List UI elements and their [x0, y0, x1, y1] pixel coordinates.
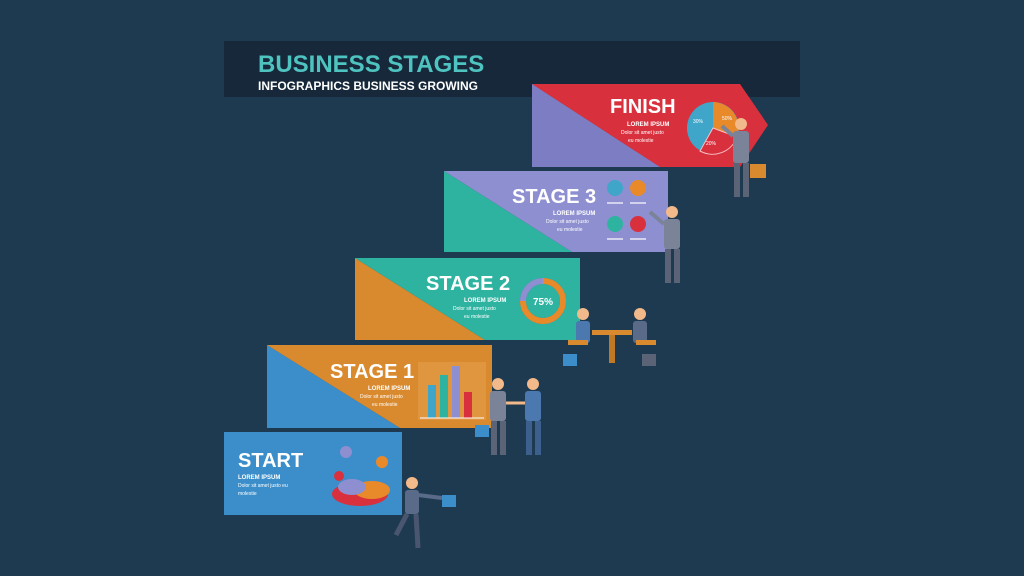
stage2-body-2: eu molestie: [464, 314, 490, 320]
finish-small: LOREM IPSUM: [627, 122, 669, 128]
pin-icon: [376, 456, 388, 468]
globe-icon: [607, 216, 623, 232]
stage3-body-1: Dolor sit amet justo: [546, 219, 589, 225]
step-stage-2: STAGE 2 LOREM IPSUM Dolor sit amet justo…: [355, 258, 580, 340]
step-stage-3: STAGE 3 LOREM IPSUM Dolor sit amet justo…: [444, 171, 668, 252]
pie-label-2: 50%: [722, 116, 733, 122]
finish-body-1: Dolor sit amet justo: [621, 130, 664, 136]
stage1-body-2: eu molestie: [372, 402, 398, 408]
start-body-2: molestie: [238, 491, 257, 497]
businessman-presenting: [648, 206, 680, 283]
stage1-body-1: Dolor sit amet justo: [360, 394, 403, 400]
briefcase-icon: [442, 495, 456, 507]
stage2-small: LOREM IPSUM: [464, 298, 506, 304]
start-label: START: [238, 450, 303, 472]
stage3-label: STAGE 3: [512, 186, 596, 208]
briefcase-icon: [750, 164, 766, 178]
start-icons: [332, 446, 390, 506]
stage1-label: STAGE 1: [330, 361, 414, 383]
businessman-running: [393, 477, 456, 549]
step-finish: FINISH LOREM IPSUM Dolor sit amet justo …: [532, 84, 768, 167]
stage3-small: LOREM IPSUM: [553, 211, 595, 217]
target-icon: [630, 216, 646, 232]
meeting-table: [592, 330, 632, 335]
step-stage-1: STAGE 1 LOREM IPSUM Dolor sit amet justo…: [267, 345, 492, 428]
start-small: LOREM IPSUM: [238, 475, 280, 481]
stage2-label: STAGE 2: [426, 273, 510, 295]
lightbulb-icon: [340, 446, 352, 458]
briefcase-icon: [563, 354, 577, 366]
donut-value: 75%: [533, 297, 553, 308]
pie-label-1: 30%: [693, 119, 704, 125]
stage3-icons: [607, 180, 646, 240]
gear-icon: [630, 180, 646, 196]
donut-chart-icon: 75%: [520, 278, 566, 324]
briefcase-icon: [475, 425, 489, 437]
stage2-body-1: Dolor sit amet justo: [453, 306, 496, 312]
businessmen-handshake: [475, 378, 541, 455]
start-body-1: Dolor sit amet justo eu: [238, 483, 288, 489]
page-title: BUSINESS STAGES: [258, 51, 484, 78]
stage2-panel: [355, 258, 580, 340]
finish-body-2: eu molestie: [628, 138, 654, 144]
tag-icon: [334, 471, 344, 481]
page-subtitle: INFOGRAPHICS BUSINESS GROWING: [258, 79, 478, 93]
businessman-finish: [720, 118, 766, 197]
step-start: START LOREM IPSUM Dolor sit amet justo e…: [224, 432, 402, 515]
stage1-small: LOREM IPSUM: [368, 386, 410, 392]
pie-label-3: 20%: [706, 141, 717, 147]
finish-label: FINISH: [610, 96, 676, 118]
bar-chart-icon: [418, 362, 486, 420]
stage3-body-2: eu molestie: [557, 227, 583, 233]
briefcase-icon: [642, 354, 656, 366]
businessmen-meeting: [563, 308, 656, 366]
header-banner: BUSINESS STAGES INFOGRAPHICS BUSINESS GR…: [224, 41, 800, 97]
pie-chart-icon: 30% 50% 20%: [687, 102, 739, 155]
chart-icon: [607, 180, 623, 196]
